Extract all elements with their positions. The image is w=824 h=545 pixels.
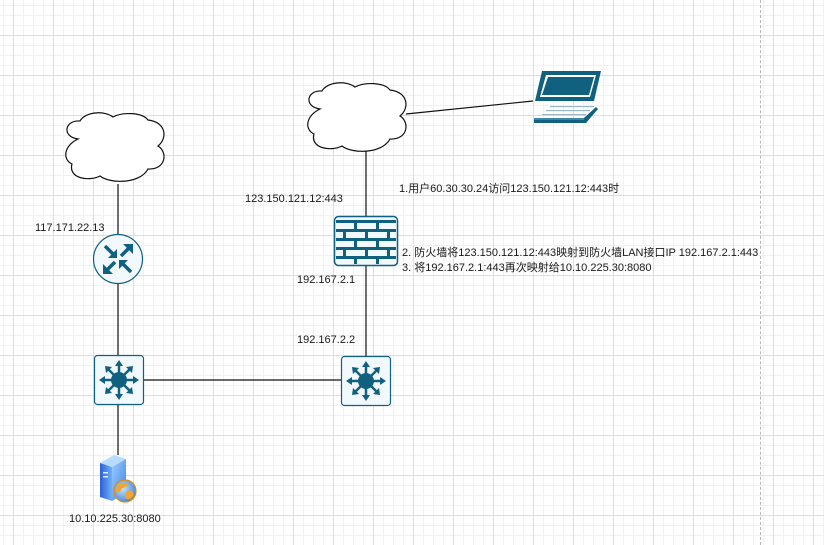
router-ip-label: 117.171.22.13 [35, 222, 105, 234]
server-address-label: 10.10.225.30:8080 [69, 513, 161, 525]
firewall-lan-label: 192.167.2.1 [297, 274, 356, 286]
firewall-icon[interactable] [333, 215, 399, 267]
page-break-line [760, 0, 761, 545]
cloud-top-icon[interactable] [307, 82, 407, 152]
switch-left-icon[interactable] [93, 354, 145, 406]
link-cloud-top-laptop[interactable] [405, 100, 534, 115]
switch-right-ip-label: 192.167.2.2 [297, 334, 356, 346]
laptop-icon[interactable] [534, 71, 601, 123]
switch-right-icon[interactable] [340, 355, 392, 407]
note-step-3: 3. 将192.167.2.1:443再次映射给10.10.225.30:808… [402, 262, 652, 274]
router-icon[interactable] [92, 233, 144, 285]
firewall-wan-label: 123.150.121.12:443 [245, 193, 343, 205]
cloud-left-icon[interactable] [65, 112, 165, 182]
web-server-icon[interactable] [100, 455, 137, 503]
note-step-1: 1.用户60.30.30.24访问123.150.121.12:443时 [399, 183, 620, 195]
note-step-2: 2. 防火墙将123.150.121.12:443映射到防火墙LAN接口IP 1… [402, 247, 759, 259]
